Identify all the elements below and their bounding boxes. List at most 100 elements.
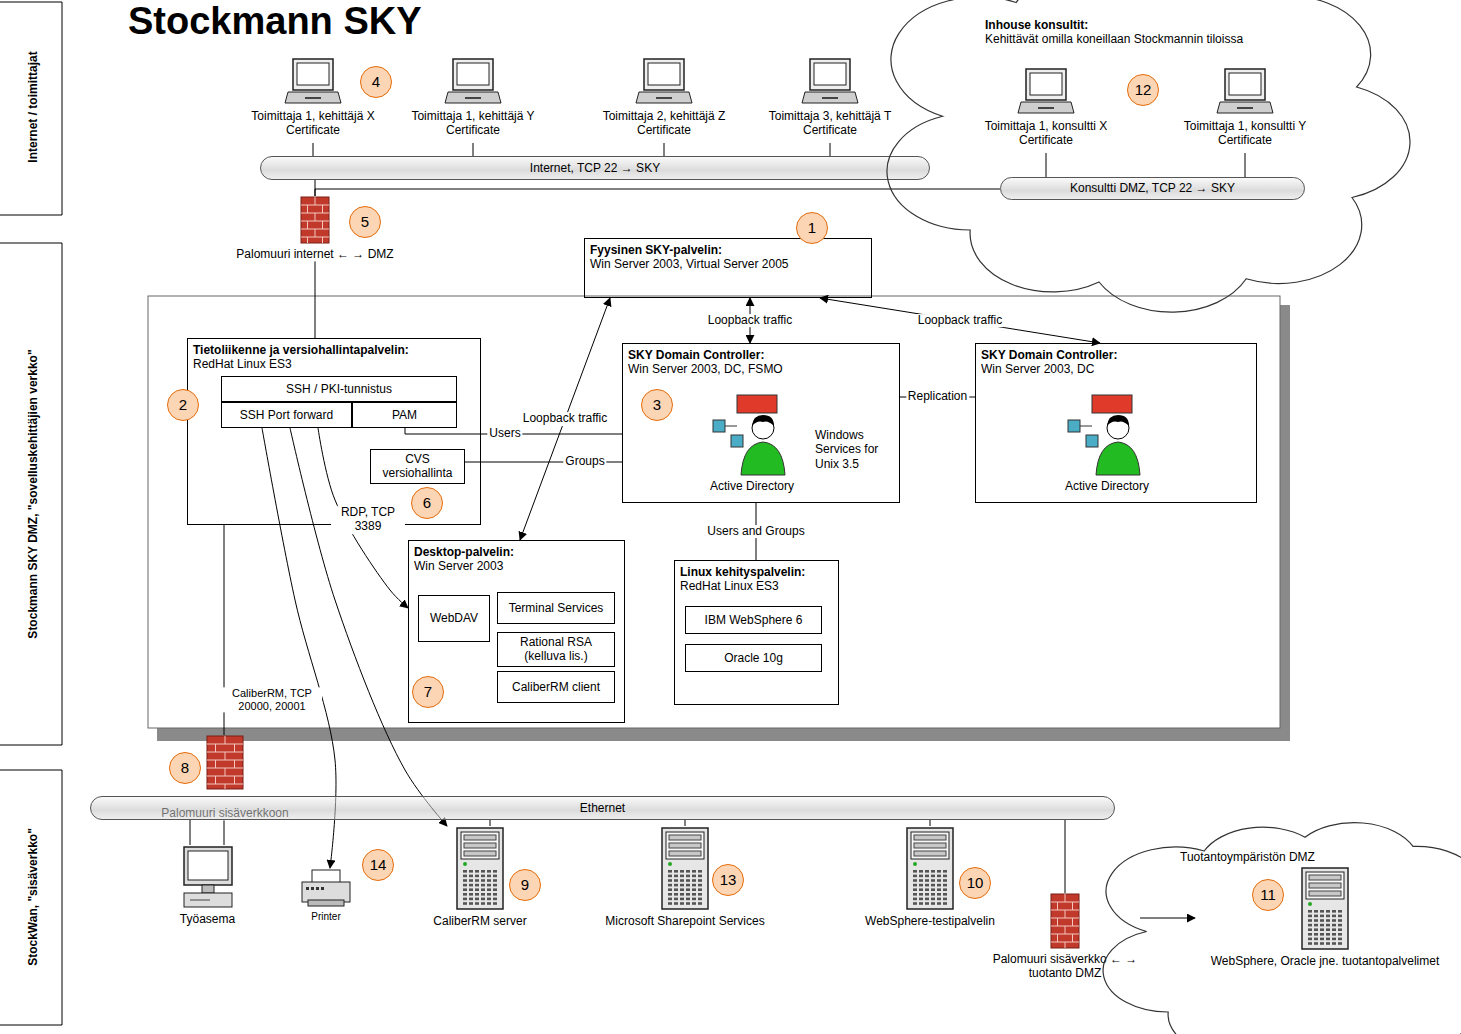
icon-label: Active Directory	[1065, 479, 1149, 493]
connector	[1140, 918, 1195, 919]
node-text: CaliberRM server	[420, 914, 540, 928]
node-heading: Linux kehityspalvelin:	[680, 565, 833, 579]
diagram-title: Stockmann SKY	[128, 0, 422, 43]
firewall-icon	[206, 735, 244, 803]
edge-label: Loopback traffic	[916, 314, 1005, 328]
network-pipe: Internet, TCP 22 → SKY	[260, 156, 930, 180]
node-text: SSH Port forward	[240, 408, 333, 422]
node-heading: Fyysinen SKY-palvelin:	[590, 243, 866, 257]
consultant-laptop: Toimittaja 1, konsultti XCertificate	[968, 68, 1124, 153]
node-text: Internet, TCP 22 → SKY	[530, 161, 660, 175]
callout-number: 3	[641, 389, 673, 421]
network-pipe: Konsultti DMZ, TCP 22 → SKY	[1000, 177, 1305, 200]
consultant-laptop: Toimittaja 1, konsultti YCertificate	[1167, 68, 1323, 153]
callout-number: 5	[349, 206, 381, 238]
node-text: Palomuuri sisäverkko ← → tuotanto DMZ	[990, 952, 1140, 981]
callout-number: 2	[167, 389, 199, 421]
production-cloud: Tuotantoympäristön DMZ WebSphere, Oracle …	[1125, 828, 1461, 1034]
callout-number: 13	[712, 864, 744, 896]
laptop-icon	[802, 58, 858, 106]
ws-icon	[180, 845, 236, 909]
active-directory-icon	[713, 395, 793, 475]
firewall-icon	[300, 196, 330, 244]
server-icon	[660, 826, 710, 911]
node-text: WebDAV	[430, 611, 478, 625]
consultant-cloud: Inhouse konsultit:Kehittävät omilla kone…	[915, 0, 1375, 295]
connector	[820, 298, 1100, 343]
node-heading: SKY Domain Controller:	[628, 348, 894, 362]
server-icon	[905, 826, 955, 911]
node-text: Toimittaja 2, kehittäjä Z	[586, 109, 742, 123]
node-text: Terminal Services	[509, 601, 604, 615]
node-text: Toimittaja 1, konsultti X	[968, 119, 1124, 133]
band-label: Stockmann SKY DMZ, "sovelluskehittäjien …	[26, 349, 40, 638]
supplier-laptop: Toimittaja 1, kehittäjä YCertificate	[395, 58, 551, 143]
callout-number: 8	[169, 752, 201, 784]
callout-number: 11	[1252, 879, 1284, 911]
node-text: WebSphere-testipalvelin	[850, 914, 1010, 928]
edge-label: Groups	[563, 455, 606, 469]
node-text: Certificate	[752, 123, 908, 137]
node-text: IBM WebSphere 6	[705, 613, 803, 627]
node-heading: Desktop-palvelin:	[414, 545, 619, 559]
server-tower: WebSphere, Oracle jne. tuotantopalvelime…	[1195, 866, 1455, 971]
server-icon	[1300, 866, 1350, 951]
node-text: Palomuuri internet ← → DMZ	[220, 247, 410, 261]
supplier-laptop: Toimittaja 3, kehittäjä TCertificate	[752, 58, 908, 143]
icon-label: Windows Services for Unix 3.5	[815, 428, 897, 471]
node-text: Tuotantoympäristön DMZ	[1180, 850, 1461, 864]
node-heading: Inhouse konsultit:	[985, 18, 1375, 32]
node-text: Certificate	[968, 133, 1124, 147]
workstation: Työasema	[165, 845, 250, 935]
node-text: Certificate	[235, 123, 391, 137]
node-text: Printer	[290, 911, 362, 923]
node-text: Win Server 2003, DC	[981, 362, 1251, 376]
node-text: PAM	[392, 408, 417, 422]
firewall-icon	[1050, 893, 1080, 949]
connector	[685, 820, 686, 826]
node-text: Certificate	[586, 123, 742, 137]
node-text: Oracle 10g	[724, 651, 783, 665]
node-text: Työasema	[165, 912, 250, 926]
service-box: Oracle 10g	[685, 644, 822, 672]
connector	[830, 143, 831, 156]
connector	[1046, 153, 1047, 177]
node-text: SSH / PKI-tunnistus	[286, 382, 392, 396]
node-text: Certificate	[1167, 133, 1323, 147]
service-box: CaliberRM client	[497, 671, 615, 703]
callout-number: 6	[411, 487, 443, 519]
edge-label: Loopback traffic	[706, 314, 795, 328]
laptop-icon	[285, 58, 341, 106]
connector	[930, 820, 931, 826]
service-box: CVS versiohallinta	[370, 449, 465, 484]
network-pipe: Ethernet	[90, 796, 1115, 820]
edge-label: Users	[487, 427, 522, 441]
connector	[224, 820, 225, 845]
node-text: Toimittaja 1, konsultti Y	[1167, 119, 1323, 133]
band-bracket	[0, 2, 62, 215]
laptop-icon	[1217, 68, 1273, 116]
connector	[315, 189, 1000, 196]
callout-number: 4	[360, 66, 392, 98]
printer: Printer	[290, 868, 362, 928]
node-text: Toimittaja 3, kehittäjä T	[752, 109, 908, 123]
service-box: WebDAV	[418, 595, 490, 642]
node-text: Microsoft Sharepoint Services	[585, 914, 785, 928]
node-text: Kehittävät omilla koneillaan Stockmannin…	[985, 32, 1375, 46]
connector	[473, 143, 474, 156]
connector	[315, 261, 316, 338]
node-text: Win Server 2003, Virtual Server 2005	[590, 257, 866, 271]
callout-number: 10	[959, 867, 991, 899]
active-directory-icon	[1068, 395, 1148, 475]
node-heading: SKY Domain Controller:	[981, 348, 1251, 362]
node-text: Certificate	[395, 123, 551, 137]
edge-label: CaliberRM, TCP 20000, 20001	[222, 687, 322, 712]
band-bracket	[0, 243, 62, 745]
node-text: Win Server 2003, DC, FSMO	[628, 362, 894, 376]
node-text: RedHat Linux ES3	[680, 579, 833, 593]
edge-label: RDP, TCP 3389	[331, 506, 405, 534]
callout-number: 7	[412, 676, 444, 708]
node-text: Toimittaja 1, kehittäjä Y	[395, 109, 551, 123]
laptop-icon	[636, 58, 692, 106]
